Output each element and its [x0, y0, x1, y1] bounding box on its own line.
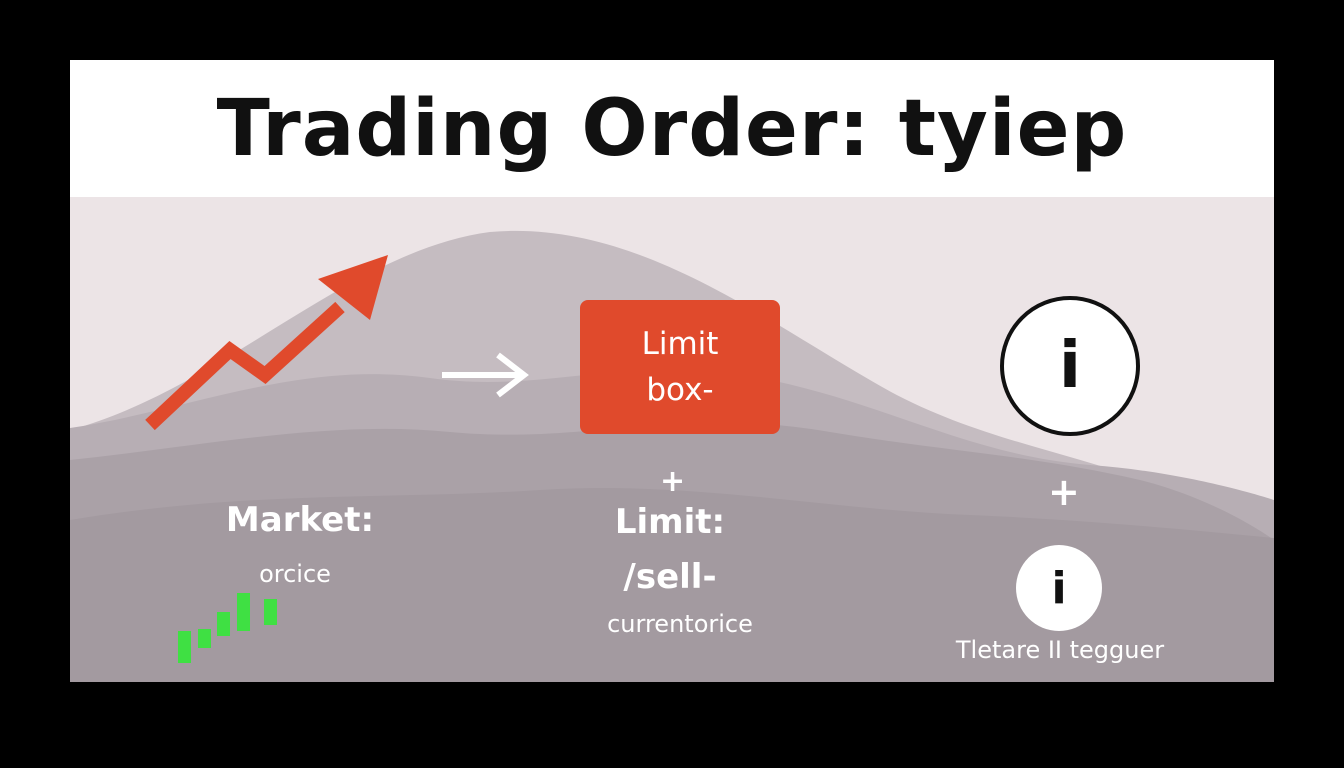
- limit-heading: Limit:: [614, 502, 726, 542]
- limit-box-line-1: Limit: [641, 326, 719, 362]
- title-bar: Trading Order: tyiep: [70, 60, 1274, 197]
- info-icon: i: [1000, 296, 1140, 436]
- page-title: Trading Order: tyiep: [216, 83, 1128, 174]
- limit-box: Limit box-: [580, 300, 780, 434]
- info-small-icon: i: [1016, 545, 1102, 631]
- info-small-icon-glyph: i: [1051, 562, 1067, 614]
- market-heading: Market:: [225, 500, 375, 540]
- right-arrow-icon: [442, 352, 529, 398]
- limit-subtext: currentorice: [607, 610, 753, 638]
- limit-subheading: /sell-: [623, 557, 717, 597]
- right-plus-sign: +: [1048, 470, 1080, 514]
- diagram-canvas: Trading Order: tyiep Limit box- i Market…: [70, 60, 1274, 682]
- right-caption: Tletare II tegguer: [955, 636, 1165, 664]
- limit-box-line-2: box-: [646, 372, 714, 408]
- candlestick-icon: [178, 593, 277, 663]
- info-icon-glyph: i: [1059, 329, 1081, 403]
- background-waves: [70, 230, 1274, 682]
- trend-up-arrow-icon: [145, 255, 388, 431]
- market-subtext: orcice: [259, 560, 331, 588]
- limit-plus-sign: +: [660, 464, 686, 499]
